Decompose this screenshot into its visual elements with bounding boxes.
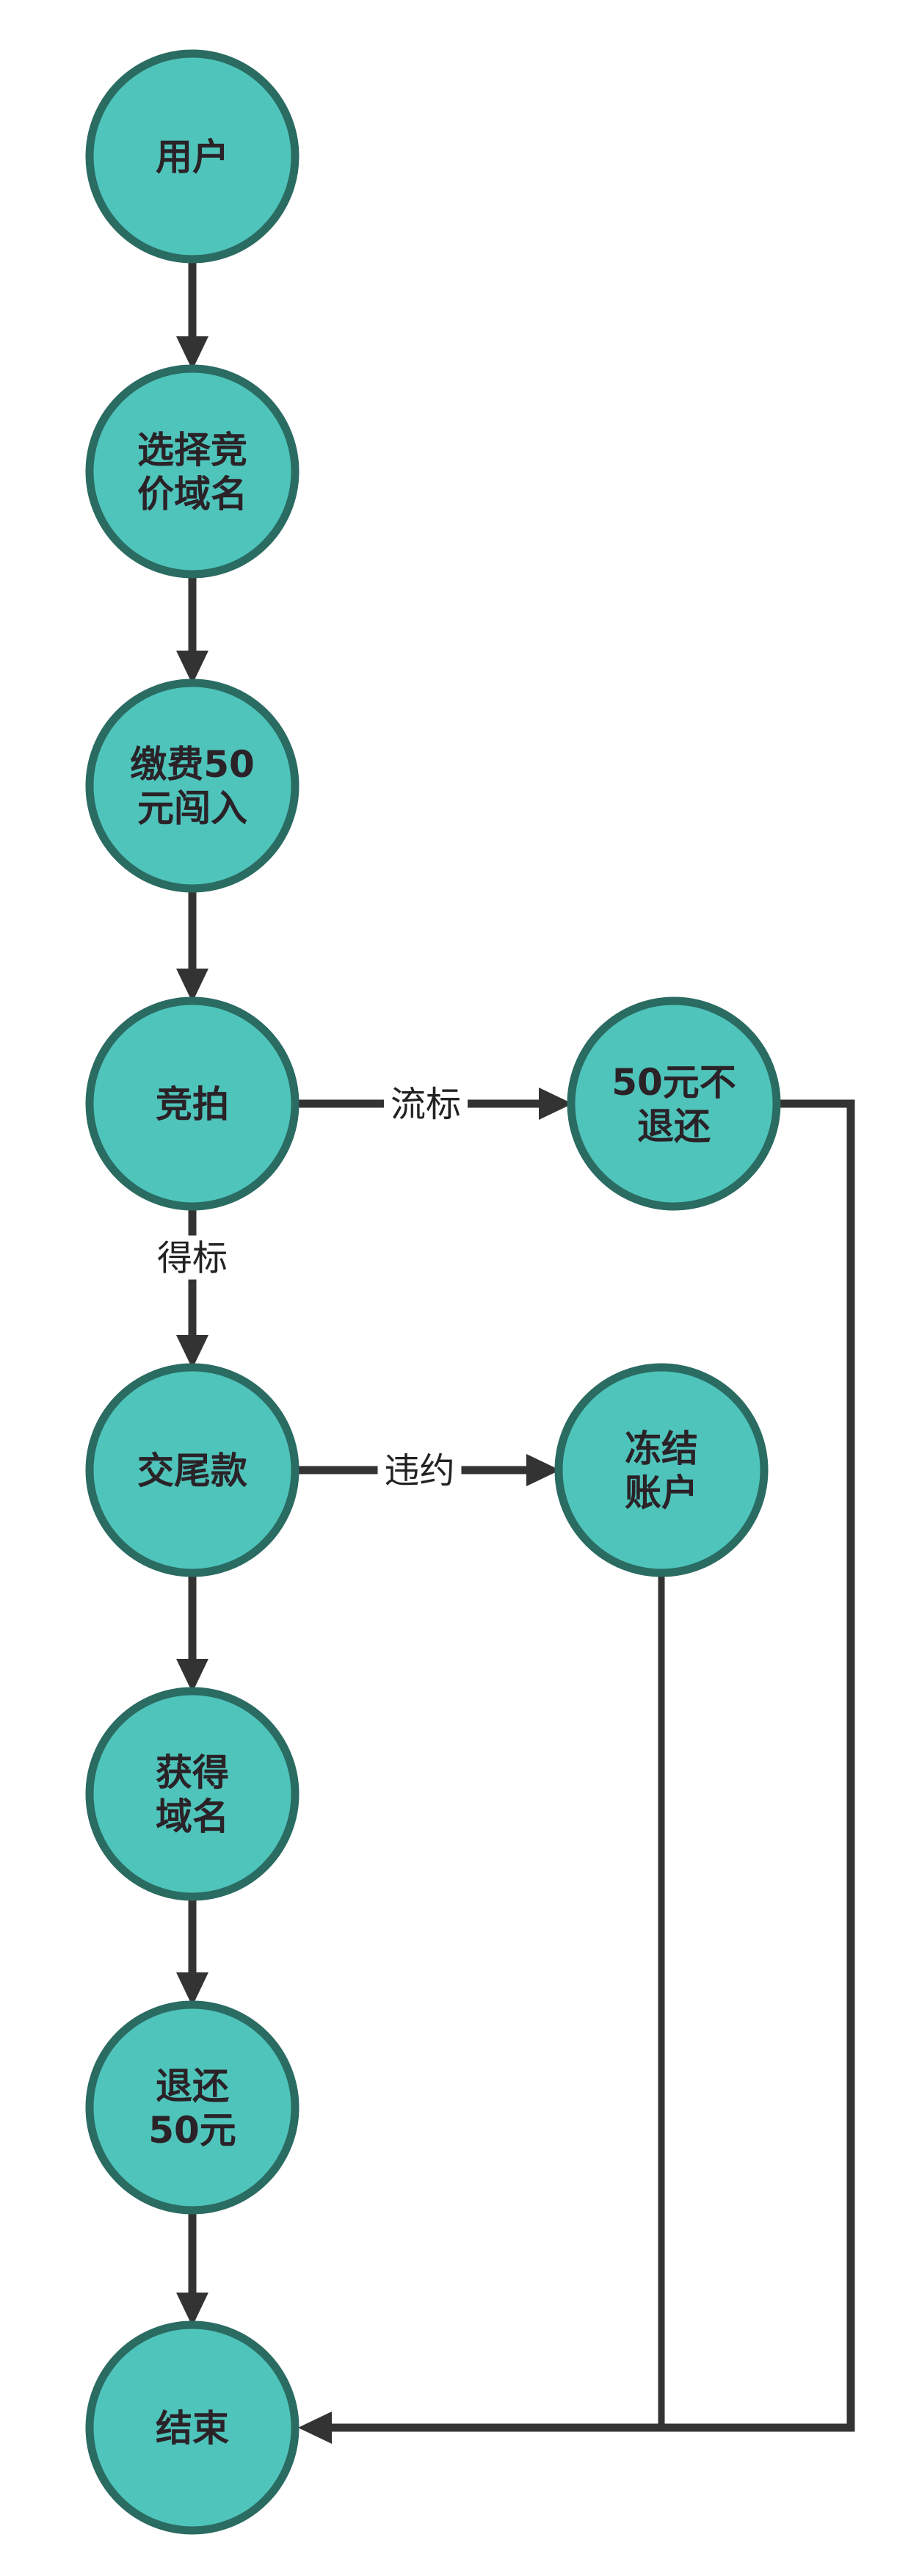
node-label: 退还 — [156, 2065, 229, 2108]
node-label: 50元不 — [611, 1061, 736, 1104]
node-end[interactable]: 结束 — [85, 2320, 300, 2535]
node-circle — [85, 2320, 300, 2535]
arrowhead-icon — [176, 651, 208, 684]
edge-label-background — [150, 1235, 234, 1280]
nodes-layer: 用户选择竞价域名缴费50元闯入竞拍交尾款获得域名退还50元结束50元不退还冻结账… — [85, 49, 781, 2535]
node-circle — [85, 1363, 300, 1577]
edge-no-refund-to-end — [327, 1099, 855, 2432]
node-label: 50元 — [148, 2109, 236, 2152]
node-label: 账户 — [625, 1472, 698, 1514]
node-label: 价域名 — [137, 473, 247, 515]
node-circle — [554, 1363, 769, 1577]
node-pay-balance[interactable]: 交尾款 — [85, 1363, 300, 1577]
node-circle — [85, 49, 300, 264]
arrowhead-icon — [526, 1454, 560, 1486]
edge-label-background — [377, 1448, 462, 1492]
node-circle — [85, 364, 300, 579]
node-circle — [85, 996, 300, 1211]
arrowhead-icon — [298, 2412, 332, 2444]
node-label: 获得 — [156, 1751, 229, 1794]
arrowhead-icon — [176, 336, 208, 370]
node-label: 缴费50 — [130, 743, 255, 786]
node-label: 用户 — [156, 136, 229, 178]
node-label: 退还 — [637, 1105, 711, 1148]
arrowhead-icon — [176, 1972, 208, 2006]
edge-label: 流标 — [391, 1084, 461, 1125]
node-circle — [567, 996, 781, 1211]
node-label: 交尾款 — [137, 1450, 247, 1492]
node-circle — [85, 1687, 300, 1901]
arrowhead-icon — [176, 969, 208, 1002]
arrowhead-icon — [539, 1088, 573, 1120]
edge-label: 违约 — [384, 1450, 454, 1491]
node-label: 元闯入 — [137, 787, 247, 830]
node-circle — [85, 2000, 300, 2215]
edges-layer — [176, 259, 855, 2444]
node-user[interactable]: 用户 — [85, 49, 300, 264]
node-label: 域名 — [156, 1795, 229, 1838]
node-label: 竞拍 — [156, 1083, 229, 1126]
node-auction[interactable]: 竞拍 — [85, 996, 300, 1211]
node-label: 结束 — [156, 2407, 229, 2450]
node-label: 选择竞 — [137, 429, 247, 471]
arrowhead-icon — [176, 1335, 208, 1369]
edge-label-background — [384, 1082, 468, 1126]
node-label: 冻结 — [625, 1428, 698, 1470]
arrowhead-icon — [176, 1659, 208, 1693]
node-circle — [85, 679, 300, 893]
edge-label: 得标 — [157, 1238, 228, 1279]
arrowhead-icon — [176, 2293, 208, 2326]
